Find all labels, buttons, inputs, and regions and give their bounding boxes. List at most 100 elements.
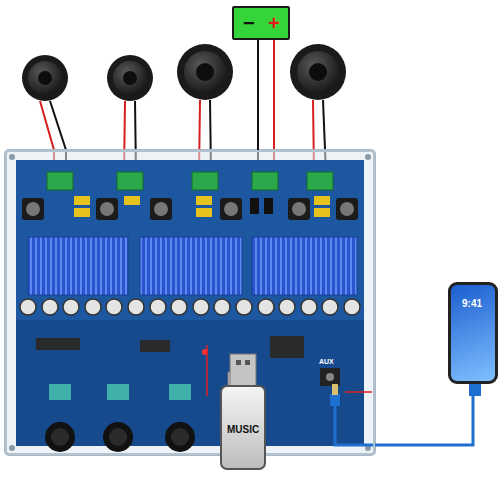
screw bbox=[9, 445, 15, 451]
ic-chip bbox=[140, 340, 170, 352]
speaker-cap bbox=[123, 71, 137, 85]
smartphone: 9:41 bbox=[448, 282, 498, 384]
inductor-core bbox=[26, 202, 40, 216]
capacitor-chip bbox=[74, 208, 90, 217]
speaker-cone bbox=[184, 51, 226, 93]
speaker-cone bbox=[297, 51, 339, 93]
capacitor bbox=[42, 299, 58, 315]
capacitor bbox=[279, 299, 295, 315]
capacitor bbox=[171, 299, 187, 315]
aux-hole bbox=[326, 373, 334, 381]
capacitor-chip bbox=[196, 196, 212, 205]
node-label: MUSIC bbox=[227, 425, 259, 435]
screw-terminal bbox=[47, 172, 73, 190]
speaker-cone bbox=[113, 61, 147, 95]
knob bbox=[45, 422, 75, 452]
terminals bbox=[47, 172, 333, 190]
screw-terminal bbox=[307, 172, 333, 190]
usb-drive: MUSIC bbox=[220, 385, 266, 470]
node-label: + bbox=[268, 13, 280, 33]
speaker-cap bbox=[309, 63, 327, 81]
node-label: − bbox=[243, 13, 255, 33]
usb-plug bbox=[230, 354, 256, 387]
capacitor bbox=[214, 299, 230, 315]
capacitor bbox=[85, 299, 101, 315]
usb-plug-hole bbox=[236, 360, 241, 365]
screw-terminal bbox=[192, 172, 218, 190]
speaker-cap bbox=[196, 63, 214, 81]
capacitor bbox=[63, 299, 79, 315]
capacitor-chip bbox=[74, 196, 90, 205]
speaker-rim bbox=[290, 44, 346, 100]
usb-plug-hole bbox=[245, 360, 250, 365]
capacitor-chip bbox=[314, 196, 330, 205]
aux-cable bbox=[335, 404, 375, 445]
potentiometer bbox=[107, 384, 129, 400]
node-label: AUX bbox=[319, 358, 334, 365]
leader-line bbox=[206, 345, 208, 396]
components bbox=[22, 196, 358, 220]
acrylic-case bbox=[5, 150, 375, 455]
knob bbox=[165, 422, 195, 452]
leader-line bbox=[345, 391, 372, 393]
speaker bbox=[22, 55, 68, 101]
capacitor-row bbox=[20, 299, 360, 315]
capacitor bbox=[236, 299, 252, 315]
inductor bbox=[288, 198, 310, 220]
knob-cap bbox=[109, 428, 127, 446]
knob bbox=[103, 422, 133, 452]
speaker-rim bbox=[177, 44, 233, 100]
inductor-core bbox=[340, 202, 354, 216]
potentiometer bbox=[49, 384, 71, 400]
potentiometer bbox=[169, 384, 191, 400]
screw-terminal bbox=[252, 172, 278, 190]
capacitor-chip bbox=[314, 208, 330, 217]
aux-jack bbox=[320, 368, 340, 386]
speaker-cone bbox=[28, 61, 62, 95]
inductor-core bbox=[100, 202, 114, 216]
heatsink bbox=[140, 237, 242, 295]
diode bbox=[250, 198, 259, 214]
heatsink bbox=[28, 237, 128, 295]
pcb bbox=[16, 160, 364, 446]
inductor-core bbox=[292, 202, 306, 216]
capacitor bbox=[106, 299, 122, 315]
knob-cap bbox=[171, 428, 189, 446]
node-label: 9:41 bbox=[462, 299, 482, 309]
capacitor-chip bbox=[196, 208, 212, 217]
capacitor bbox=[301, 299, 317, 315]
capacitor bbox=[128, 299, 144, 315]
bluetooth-module bbox=[270, 336, 304, 358]
ic-chip bbox=[36, 338, 80, 350]
screw bbox=[365, 154, 371, 160]
capacitor-chip bbox=[124, 196, 140, 205]
speaker-rim bbox=[107, 55, 153, 101]
screw-terminal bbox=[117, 172, 143, 190]
diode bbox=[264, 198, 273, 214]
capacitor bbox=[20, 299, 36, 315]
capacitor bbox=[193, 299, 209, 315]
phone-plug bbox=[469, 384, 481, 396]
inductor-core bbox=[154, 202, 168, 216]
heatsink bbox=[252, 237, 357, 295]
aux-plug-tip bbox=[332, 384, 338, 395]
capacitor bbox=[322, 299, 338, 315]
speaker bbox=[177, 44, 233, 100]
knob-cap bbox=[51, 428, 69, 446]
inductor-core bbox=[224, 202, 238, 216]
capacitor bbox=[150, 299, 166, 315]
inductor bbox=[150, 198, 172, 220]
inductor bbox=[22, 198, 44, 220]
inductor bbox=[96, 198, 118, 220]
speaker-rim bbox=[22, 55, 68, 101]
capacitor bbox=[344, 299, 360, 315]
capacitor bbox=[258, 299, 274, 315]
speaker bbox=[290, 44, 346, 100]
aux-cable bbox=[375, 384, 473, 445]
speaker bbox=[107, 55, 153, 101]
power-wire bbox=[257, 40, 259, 150]
inductor bbox=[336, 198, 358, 220]
battery: −+ bbox=[232, 6, 290, 40]
